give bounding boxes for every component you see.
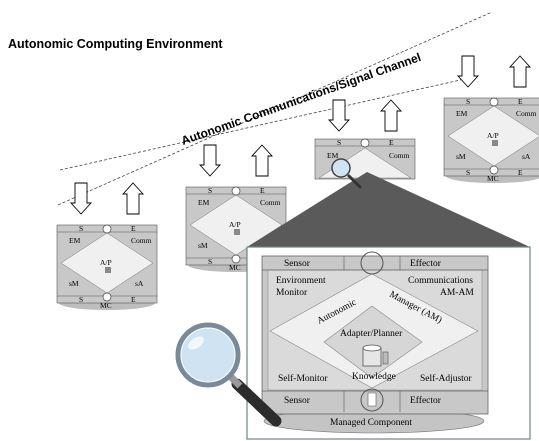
communications-label-2: AM-AM [440,288,474,298]
label-sa: sA [522,152,531,161]
label-em: EM [198,198,210,207]
label-em: EM [456,109,468,118]
arrow-down-icon [456,55,480,88]
zoomed-autonomic-element[interactable]: Sensor Effector Environment Monitor Comm… [246,246,531,440]
managed-component-label: Managed Component [330,418,412,428]
arrow-up-icon [121,182,145,215]
sensor-effector-loop-bottom [360,388,384,412]
environment-monitor-label: Environment [276,276,326,286]
label-e-bottom: E [518,168,523,177]
autonomic-element-4[interactable]: S E EM Comm A/P sM sA S E MC [443,55,539,183]
channel-label: Autonomic Communications/Signal Channel [179,50,423,148]
effector-top-label: Effector [410,258,442,269]
small-magnifier-icon [331,158,362,189]
adapter-planner-label: Adapter/Planner [340,329,403,339]
sensor-bottom-label: Sensor [284,396,311,406]
communications-label: Communications [408,276,473,286]
knowledge-icon [105,267,111,273]
self-monitor-label: Self-Monitor [278,373,328,384]
label-ap: A/P [487,131,499,140]
label-sm: sM [69,279,79,288]
label-s: S [79,224,83,233]
sensor-effector-loop-top [360,251,384,275]
autonomic-element-3[interactable]: S E EM Comm [314,99,416,180]
magnifier-icon [175,322,282,427]
arrow-up-icon [508,55,532,88]
label-sm: sM [456,152,466,161]
label-s-bottom: S [208,257,212,266]
label-ap: A/P [100,258,112,267]
label-sm: sM [198,241,208,250]
label-e-bottom: E [131,295,136,304]
label-s-bottom: S [466,168,470,177]
diagram-title: Autonomic Computing Environment [8,37,223,51]
label-mc: MC [229,263,241,272]
autonomic-element-1[interactable]: S E EM Comm A/P sM sA S E MC [56,182,158,310]
arrow-up-icon [379,99,403,132]
label-ap: A/P [229,220,241,229]
effector-bottom-label: Effector [410,395,442,406]
label-e: E [518,97,523,106]
zoom-roof [247,172,530,247]
label-comm: Comm [516,109,537,118]
arrow-down-icon [198,144,222,177]
label-sa: sA [135,279,144,288]
label-comm: Comm [260,198,281,207]
label-s-bottom: S [79,295,83,304]
label-s: S [466,97,470,106]
label-em: EM [69,236,81,245]
label-s: S [208,186,212,195]
label-comm: Comm [389,151,410,160]
label-e: E [131,224,136,233]
knowledge-icon [234,229,240,235]
arrow-down-icon [327,99,351,132]
label-mc: MC [487,174,499,183]
adapter-diamond [323,305,423,379]
channel-line-upper [57,11,493,206]
label-e: E [260,186,265,195]
environment-monitor-label-2: Monitor [276,288,308,298]
channel-line-lower [59,75,479,171]
label-comm: Comm [131,236,152,245]
label-em: EM [327,151,339,160]
label-s: S [337,138,341,147]
self-adjustor-label: Self-Adjustor [420,373,473,384]
label-e: E [389,138,394,147]
sensor-top-label: Sensor [284,259,311,269]
arrow-down-icon [69,182,93,215]
label-mc: MC [100,301,112,310]
knowledge-label: Knowledge [352,372,396,382]
knowledge-icon [492,140,498,146]
knowledge-database-icon [362,344,389,367]
arrow-up-icon [250,144,274,177]
